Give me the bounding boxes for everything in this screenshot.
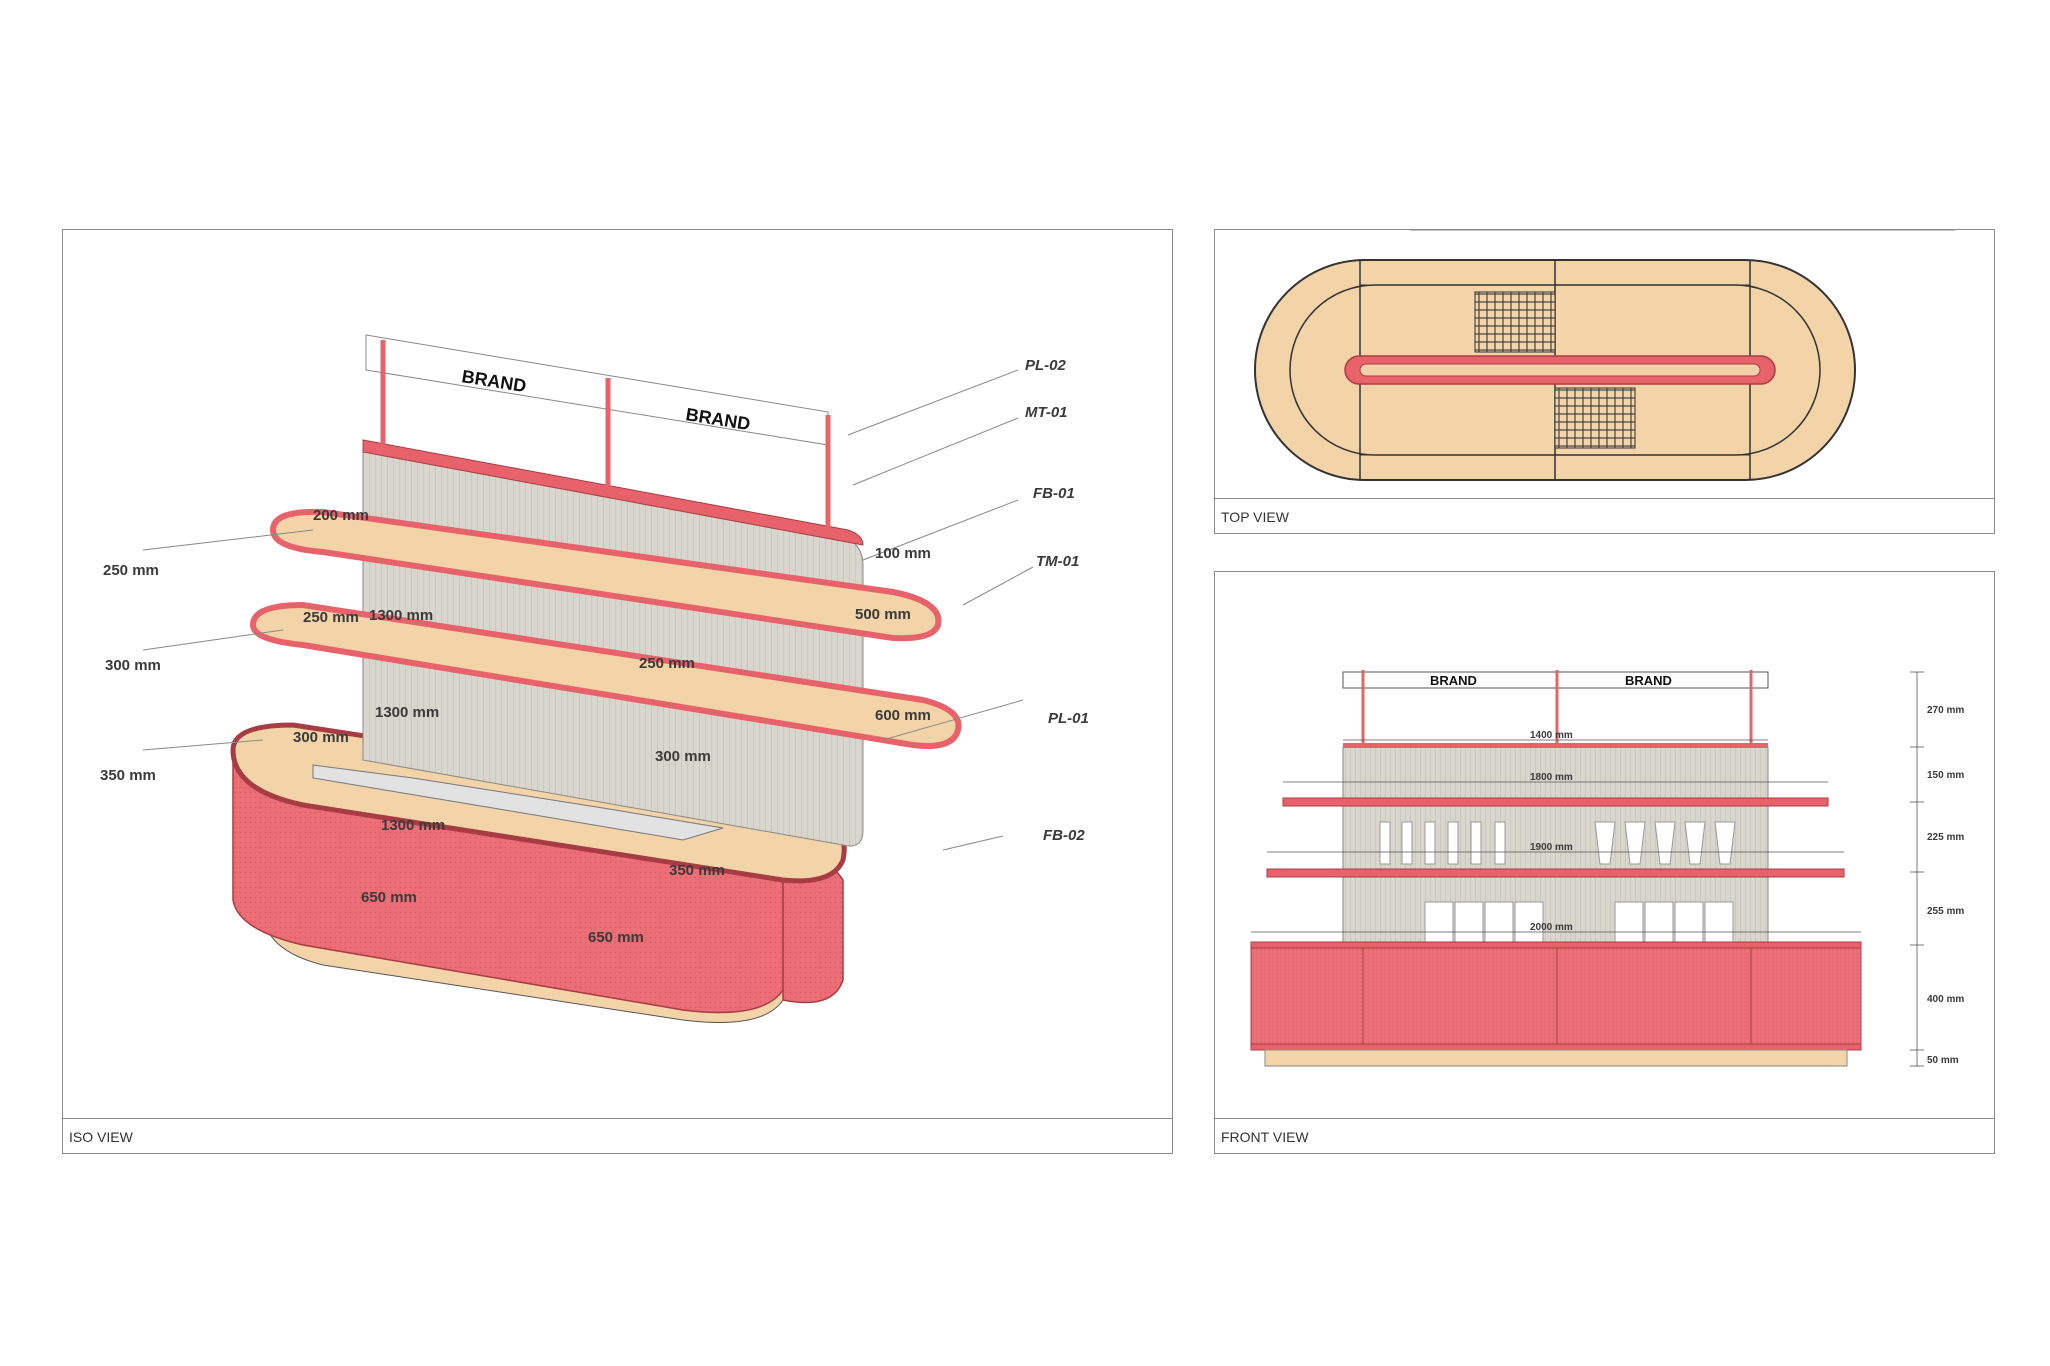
top-view-caption: TOP VIEW bbox=[1221, 509, 1289, 525]
front-boxes bbox=[1424, 901, 1734, 943]
front-brand-2: BRAND bbox=[1625, 673, 1672, 688]
front-dim-270: 270 mm bbox=[1927, 705, 1964, 716]
tag-fb01: FB-01 bbox=[1033, 485, 1075, 502]
front-base-plinth bbox=[1264, 1049, 1848, 1067]
middle-shelf bbox=[249, 601, 962, 749]
front-dim-50: 50 mm bbox=[1927, 1055, 1959, 1066]
top-grid-lower bbox=[1554, 387, 1636, 449]
front-dim-225: 225 mm bbox=[1927, 832, 1964, 843]
iso-drawing: BRAND BRAND PL-02 MT-01 FB-01 TM-01 PL-0… bbox=[100, 334, 1089, 1023]
leader-lines bbox=[142, 369, 1034, 851]
front-dim-1400: 1400 mm bbox=[1530, 730, 1573, 741]
dim-100: 100 mm bbox=[875, 545, 931, 562]
tag-pl02: PL-02 bbox=[1025, 357, 1067, 374]
brand-header-frame bbox=[365, 334, 829, 446]
dim-300-c: 300 mm bbox=[655, 748, 711, 765]
tag-mt01: MT-01 bbox=[1025, 404, 1068, 421]
top-caption-bar bbox=[1215, 498, 1994, 533]
tag-pl01: PL-01 bbox=[1048, 710, 1089, 727]
dim-250-c: 250 mm bbox=[639, 655, 695, 672]
front-dim-2000: 2000 mm bbox=[1530, 922, 1573, 933]
dim-350-b: 350 mm bbox=[669, 862, 725, 879]
fabric-wall-top bbox=[362, 439, 864, 546]
front-dim-255: 255 mm bbox=[1927, 906, 1964, 917]
front-shelf-upper bbox=[1282, 797, 1829, 807]
front-bottles bbox=[1379, 821, 1736, 865]
front-base-body bbox=[1250, 947, 1862, 1049]
front-base-top bbox=[1250, 941, 1862, 949]
front-view-panel: BRAND BRAND bbox=[1214, 571, 1995, 1154]
tag-tm01: TM-01 bbox=[1036, 553, 1079, 570]
dim-350-a: 350 mm bbox=[100, 767, 156, 784]
front-dim-1800: 1800 mm bbox=[1530, 772, 1573, 783]
front-view-caption: FRONT VIEW bbox=[1221, 1129, 1309, 1145]
front-brand-1: BRAND bbox=[1430, 673, 1477, 688]
front-caption-bar bbox=[1215, 1118, 1994, 1153]
base-tray bbox=[312, 764, 724, 841]
top-drawing bbox=[1254, 230, 1955, 481]
front-width-dim-lines bbox=[1251, 739, 1861, 933]
dim-200: 200 mm bbox=[313, 507, 369, 524]
tag-fb02: FB-02 bbox=[1043, 827, 1085, 844]
top-view-panel: TOP VIEW bbox=[1214, 229, 1995, 534]
front-shelf-lower bbox=[1266, 868, 1845, 878]
dim-300-b: 300 mm bbox=[293, 729, 349, 746]
iso-view-caption: ISO VIEW bbox=[69, 1129, 133, 1145]
top-grid-upper bbox=[1474, 291, 1556, 353]
dim-250-a: 250 mm bbox=[103, 562, 159, 579]
dim-1300-c: 1300 mm bbox=[381, 817, 445, 834]
iso-caption-bar bbox=[63, 1118, 1172, 1153]
upper-shelf bbox=[269, 508, 942, 642]
front-drawing: BRAND BRAND bbox=[1250, 670, 1964, 1067]
dim-300-a: 300 mm bbox=[105, 657, 161, 674]
dim-250-b: 250 mm bbox=[303, 609, 359, 626]
dim-650-b: 650 mm bbox=[588, 929, 644, 946]
front-dim-150: 150 mm bbox=[1927, 770, 1964, 781]
dim-1300-b: 1300 mm bbox=[375, 704, 439, 721]
dim-600: 600 mm bbox=[875, 707, 931, 724]
dim-650-a: 650 mm bbox=[361, 889, 417, 906]
iso-view-panel: BRAND BRAND PL-02 MT-01 FB-01 TM-01 PL-0… bbox=[62, 229, 1173, 1154]
front-dim-1900: 1900 mm bbox=[1530, 842, 1573, 853]
dim-1300-a: 1300 mm bbox=[369, 607, 433, 624]
front-dim-400: 400 mm bbox=[1927, 994, 1964, 1005]
dim-500: 500 mm bbox=[855, 606, 911, 623]
